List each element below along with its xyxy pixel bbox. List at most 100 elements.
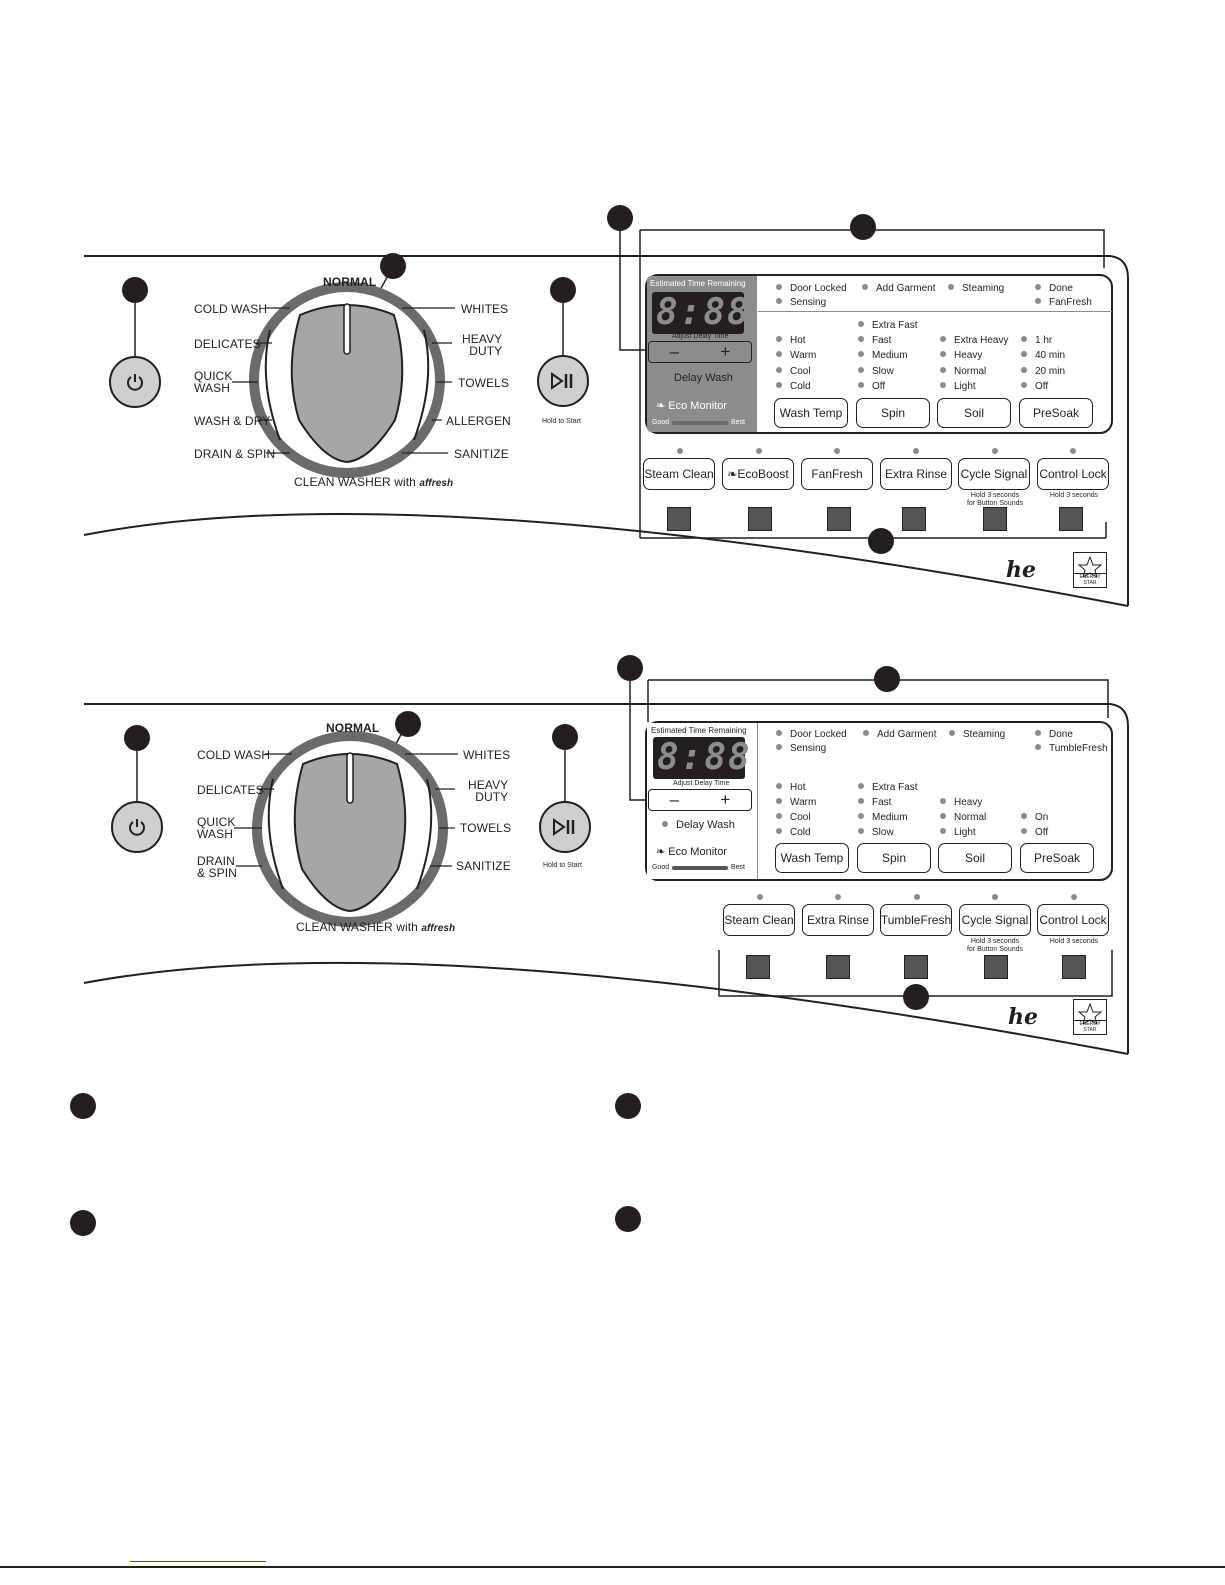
extra-rinse-button[interactable]: Extra Rinse — [802, 904, 874, 936]
extra-rinse-button[interactable]: Extra Rinse — [880, 458, 952, 490]
callout-modifiers — [903, 984, 929, 1010]
status-add-garment: Add Garment — [863, 728, 936, 742]
dial-quick-wash[interactable]: QUICK WASH — [197, 815, 236, 841]
start-pause-button[interactable] — [539, 801, 591, 853]
status-done: Done — [1035, 282, 1073, 296]
eco-bar — [672, 421, 728, 425]
dial-wash-dry[interactable]: WASH & DRY — [194, 414, 271, 428]
eco-bar — [672, 866, 728, 870]
dial-sanitize[interactable]: SANITIZE — [456, 859, 511, 873]
temp-cool: Cool — [776, 811, 811, 825]
cycle-signal-indicator — [992, 448, 998, 454]
callout-dial — [395, 711, 421, 737]
adjust-label: Adjust Delay Time — [672, 333, 729, 340]
soil-heavy: Heavy — [940, 349, 982, 363]
dial-delicates[interactable]: DELICATES — [194, 337, 261, 351]
status-done: Done — [1035, 728, 1073, 742]
steam-clean-button[interactable]: Steam Clean — [723, 904, 795, 936]
dial-allergen[interactable]: ALLERGEN — [446, 414, 511, 428]
status-fanfresh: FanFresh — [1035, 296, 1092, 310]
soil-button[interactable]: Soil — [938, 843, 1012, 873]
presoak-20min: 20 min — [1021, 365, 1065, 379]
tumblefresh-button[interactable]: TumbleFresh — [880, 904, 952, 936]
legend-callout-2 — [70, 1210, 96, 1236]
soil-button[interactable]: Soil — [937, 398, 1011, 428]
status-add-garment: Add Garment — [862, 282, 935, 296]
steam-clean-button[interactable]: Steam Clean — [643, 458, 715, 490]
spin-fast: Fast — [858, 796, 891, 810]
dial-cold-wash[interactable]: COLD WASH — [197, 748, 271, 762]
dial-drain-spin[interactable]: DRAIN & SPIN — [197, 854, 237, 880]
affresh-logo: affresh — [421, 923, 456, 934]
status-door-locked: Door Locked — [776, 728, 847, 742]
clean-washer-label: CLEAN WASHER with — [296, 920, 418, 934]
dial-heavy-duty[interactable]: HEAVY DUTY — [468, 778, 509, 804]
wash-temp-button[interactable]: Wash Temp — [775, 843, 849, 873]
dial-delicates[interactable]: DELICATES — [197, 783, 264, 797]
delay-adjust[interactable]: – + — [648, 789, 752, 811]
plus-button[interactable]: + — [720, 342, 731, 361]
time-digits: 8:88 — [656, 292, 751, 333]
dial-towels[interactable]: TOWELS — [460, 821, 512, 835]
ecoboost-button[interactable]: ❧EcoBoost — [722, 458, 794, 490]
delay-adjust[interactable]: – + — [648, 341, 752, 363]
legend-callout-4 — [615, 1206, 641, 1232]
dial-clean-washer[interactable]: CLEAN WASHER with affresh — [294, 476, 453, 490]
presoak-1hr: 1 hr — [1021, 334, 1052, 348]
wash-temp-button[interactable]: Wash Temp — [774, 398, 848, 428]
time-digits: 8:88 — [657, 737, 752, 778]
fanfresh-button[interactable]: FanFresh — [801, 458, 873, 490]
callout-power — [122, 277, 148, 303]
energy-star-logo: ENERGY STAR — [1073, 999, 1107, 1035]
presoak-button[interactable]: PreSoak — [1019, 398, 1093, 428]
temp-cold: Cold — [776, 826, 811, 840]
start-pause-button[interactable] — [537, 355, 589, 407]
dial-heavy-duty[interactable]: HEAVY DUTY — [462, 332, 503, 358]
dial-whites[interactable]: WHITES — [463, 748, 511, 762]
tumblefresh-indicator — [914, 894, 920, 900]
legend-callout-3 — [615, 1093, 641, 1119]
dial-towels[interactable]: TOWELS — [458, 376, 510, 390]
presoak-40min: 40 min — [1021, 349, 1065, 363]
spin-extra-fast: Extra Fast — [858, 781, 918, 795]
dial-clean-washer[interactable]: CLEAN WASHER with affresh — [296, 921, 455, 935]
presoak-button[interactable]: PreSoak — [1020, 843, 1094, 873]
callout-modifiers — [868, 528, 894, 554]
cycle-signal-button[interactable]: Cycle Signal — [958, 458, 1030, 490]
callout-dial — [380, 253, 406, 279]
energy-star-text: ENERGY STAR — [1074, 573, 1106, 586]
extra-rinse-indicator — [835, 894, 841, 900]
plus-button[interactable]: + — [720, 790, 731, 809]
footer-link[interactable] — [130, 1561, 266, 1562]
dial-cold-wash[interactable]: COLD WASH — [194, 302, 268, 316]
he-logo: he — [1008, 1004, 1038, 1030]
minus-button[interactable]: – — [669, 790, 680, 809]
callout-display — [607, 205, 633, 231]
eco-good: Good — [652, 419, 670, 426]
footer-rule — [0, 1566, 1225, 1568]
dial-drain-spin[interactable]: DRAIN & SPIN — [194, 447, 276, 461]
panel-outline — [83, 668, 1129, 1055]
minus-button[interactable]: – — [669, 342, 680, 361]
extra-rinse-square — [826, 955, 850, 979]
power-button[interactable] — [109, 356, 161, 408]
cycle-signal-square — [984, 955, 1008, 979]
dial-sanitize[interactable]: SANITIZE — [454, 447, 509, 461]
delay-wash: Delay Wash — [662, 818, 735, 832]
control-lock-indicator — [1070, 448, 1076, 454]
time-display: 8:88 — [653, 737, 750, 779]
spin-button[interactable]: Spin — [857, 843, 931, 873]
adjust-label: Adjust Delay Time — [673, 780, 730, 787]
power-button[interactable] — [111, 801, 163, 853]
control-lock-button[interactable]: Control Lock — [1037, 904, 1109, 936]
delay-wash-label: Delay Wash — [676, 819, 735, 831]
status-sensing: Sensing — [776, 296, 826, 310]
status-sensing: Sensing — [776, 742, 826, 756]
spin-button[interactable]: Spin — [856, 398, 930, 428]
soil-normal: Normal — [940, 811, 986, 825]
cycle-signal-button[interactable]: Cycle Signal — [959, 904, 1031, 936]
control-lock-button[interactable]: Control Lock — [1037, 458, 1109, 490]
dial-quick-wash[interactable]: QUICK WASH — [194, 369, 233, 395]
callout-start — [552, 724, 578, 750]
dial-whites[interactable]: WHITES — [461, 302, 509, 316]
